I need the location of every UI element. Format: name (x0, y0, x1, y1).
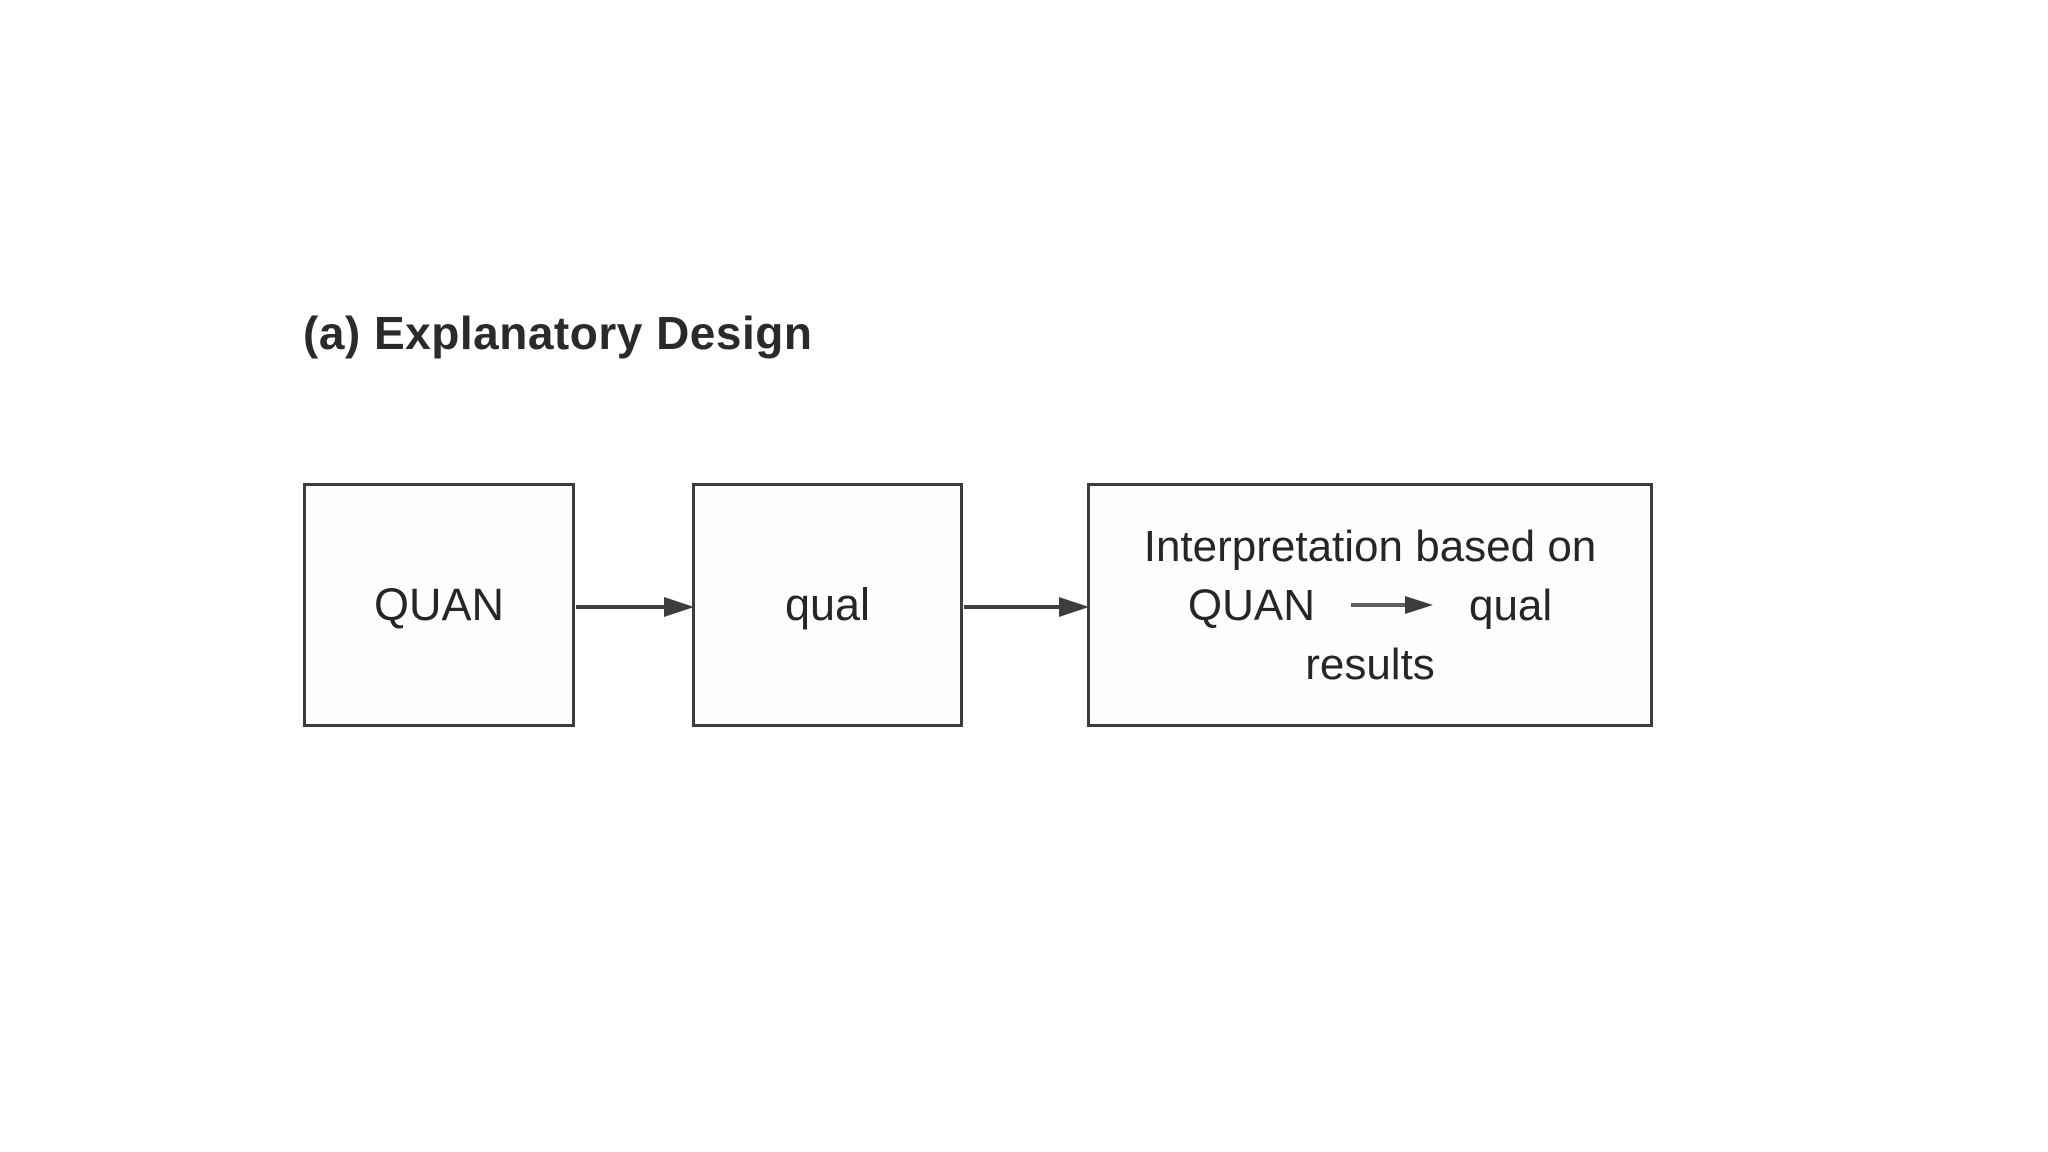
interpretation-box: Interpretation based on QUAN qual result… (1087, 483, 1653, 727)
interpretation-line-2-quan-label: QUAN (1187, 580, 1315, 630)
interpretation-line-1: Interpretation based on (1143, 521, 1597, 571)
qual-box-label: qual (784, 579, 871, 630)
interpretation-line-2: QUAN qual (1188, 576, 1552, 635)
quan-box-label: QUAN (373, 579, 504, 630)
qual-box: qual (692, 483, 963, 727)
arrow-quan-to-qual-icon (576, 597, 694, 617)
quan-box: QUAN (303, 483, 575, 727)
diagram-title: (a) Explanatory Design (303, 307, 813, 359)
interpretation-line-3: results (1305, 639, 1435, 689)
interpretation-line-2-qual-label: qual (1468, 580, 1553, 630)
inner-arrow-quan-to-qual-icon (1350, 596, 1433, 614)
arrow-qual-to-interpretation-icon (964, 597, 1089, 617)
